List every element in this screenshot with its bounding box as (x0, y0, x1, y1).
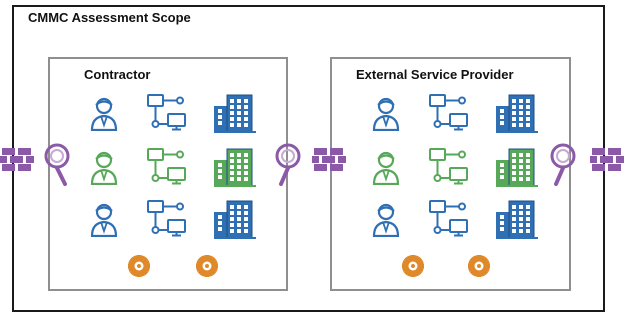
magnifier-icon (548, 142, 578, 186)
building-icon (214, 199, 256, 239)
building-icon (214, 147, 256, 187)
building-icon (496, 147, 538, 187)
building-icon (214, 93, 256, 133)
person-icon (90, 151, 118, 185)
magnifier-icon (273, 142, 303, 186)
network-icon (146, 147, 190, 185)
person-icon (90, 97, 118, 131)
building-icon (496, 93, 538, 133)
contractor-icons (50, 59, 286, 289)
firewall-icon (0, 148, 34, 172)
person-icon (372, 97, 400, 131)
person-icon (372, 151, 400, 185)
panel-title-esp: External Service Provider (356, 67, 514, 82)
panel-title-contractor: Contractor (84, 67, 151, 82)
firewall-icon (312, 148, 346, 172)
contractor-panel: Contractor (48, 57, 288, 291)
network-icon (428, 199, 472, 237)
building-icon (496, 199, 538, 239)
gear-icon (196, 255, 218, 277)
network-icon (146, 199, 190, 237)
magnifier-icon (42, 142, 72, 186)
person-icon (372, 203, 400, 237)
esp-panel: External Service Provider (330, 57, 571, 291)
network-icon (428, 147, 472, 185)
firewall-icon (590, 148, 624, 172)
gear-icon (402, 255, 424, 277)
network-icon (146, 93, 190, 131)
person-icon (90, 203, 118, 237)
gear-icon (128, 255, 150, 277)
network-icon (428, 93, 472, 131)
gear-icon (468, 255, 490, 277)
esp-icons (332, 59, 569, 289)
scope-title: CMMC Assessment Scope (28, 10, 191, 25)
